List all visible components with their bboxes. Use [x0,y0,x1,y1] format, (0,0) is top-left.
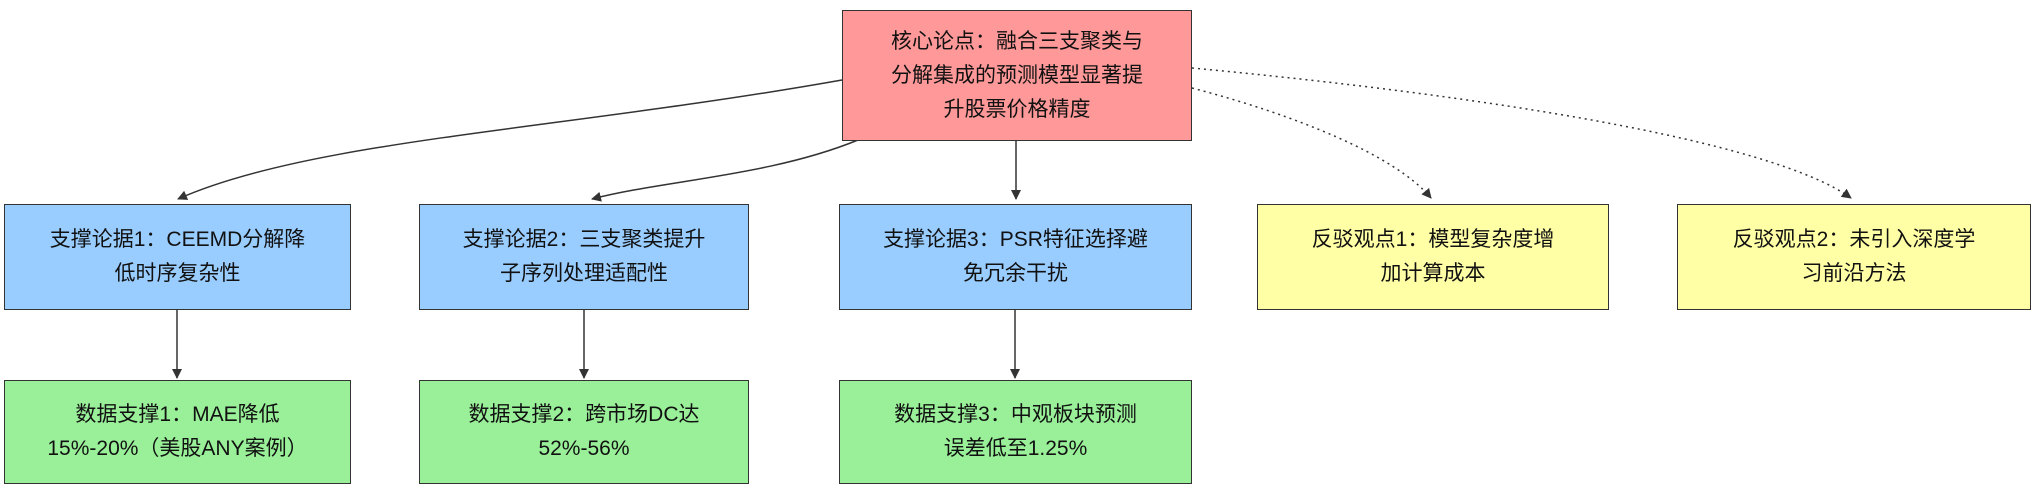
node-support-1: 支撑论据1：CEEMD分解降 低时序复杂性 [4,204,351,310]
edge-core-to-rebuttal2 [1191,67,1852,199]
node-rebuttal-2: 反驳观点2：未引入深度学 习前沿方法 [1677,204,2031,310]
node-data-support-2: 数据支撑2：跨市场DC达 52%-56% [419,380,749,484]
node-support-1-label: 支撑论据1：CEEMD分解降 低时序复杂性 [49,228,306,285]
node-support-2-label: 支撑论据2：三支聚类提升 子序列处理适配性 [462,228,706,285]
node-data-support-1-label: 数据支撑1：MAE降低 15%-20%（美股ANY案例） [47,403,308,460]
node-data-support-1: 数据支撑1：MAE降低 15%-20%（美股ANY案例） [4,380,351,484]
node-data-support-2-label: 数据支撑2：跨市场DC达 52%-56% [468,403,700,460]
node-rebuttal-2-label: 反驳观点2：未引入深度学 习前沿方法 [1732,228,1976,285]
edge-core-to-rebuttal1 [1191,87,1432,199]
node-support-3: 支撑论据3：PSR特征选择避 免冗余干扰 [839,204,1192,310]
node-data-support-3-label: 数据支撑3：中观板块预测 误差低至1.25% [894,403,1137,460]
node-rebuttal-1-label: 反驳观点1：模型复杂度增 加计算成本 [1311,228,1555,285]
edge-core-to-support1 [177,79,843,200]
node-core-claim: 核心论点：融合三支聚类与 分解集成的预测模型显著提 升股票价格精度 [842,10,1192,141]
node-support-2: 支撑论据2：三支聚类提升 子序列处理适配性 [419,204,749,310]
node-data-support-3: 数据支撑3：中观板块预测 误差低至1.25% [839,380,1192,484]
node-rebuttal-1: 反驳观点1：模型复杂度增 加计算成本 [1257,204,1609,310]
edge-core-to-support2 [591,139,859,202]
node-support-3-label: 支撑论据3：PSR特征选择避 免冗余干扰 [883,228,1148,285]
node-core-claim-label: 核心论点：融合三支聚类与 分解集成的预测模型显著提 升股票价格精度 [891,29,1143,121]
